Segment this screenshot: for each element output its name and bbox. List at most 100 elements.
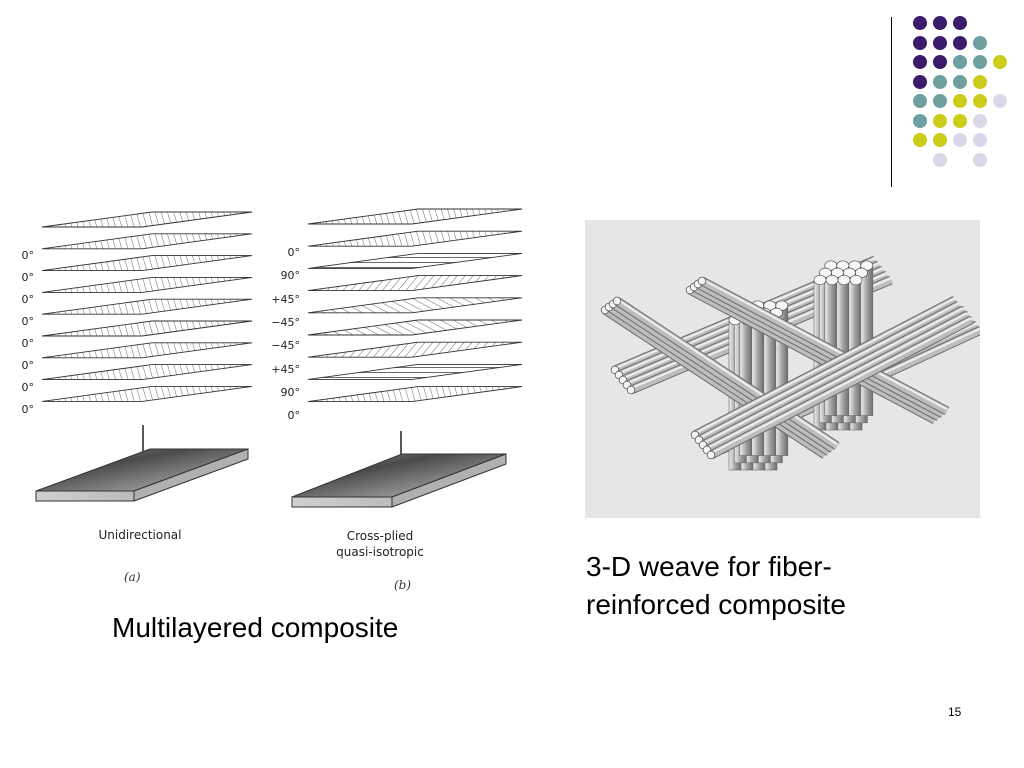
decor-dot [953,113,967,128]
decor-dot [933,152,947,167]
vertical-rod-end [837,274,851,286]
decor-dot [933,94,947,108]
fiber-rod [709,316,973,459]
ply-layer [307,386,523,403]
ply-layer [41,298,253,315]
fiber-rod-highlight [694,297,956,435]
fiber-rod [692,283,941,421]
vertical-rod-end [849,274,863,286]
decor-dot [933,133,947,147]
fiber-rod-end [697,276,707,286]
ply-layer [41,342,253,359]
figure-b-sublabel: (b) [394,578,412,592]
fiber-rod [611,301,835,452]
3d-weave-caption-line1: 3-D weave for fiber- [586,551,832,582]
ply-angle-label: 0° [287,246,301,259]
ply-angle-label: 90° [280,269,301,283]
ply-angle-label: 0° [21,315,35,328]
ply-layer [41,211,253,228]
ply-angle-label: 0° [21,293,35,306]
decor-dot [933,16,947,30]
ply-angle-label: +45° [271,362,300,376]
decor-dot [973,133,987,147]
ply-angle-label: 0° [21,271,35,284]
decor-dot [913,35,927,50]
ply-angle-label: −45° [271,339,300,353]
3d-weave-diagram [585,220,980,518]
decor-dot [953,94,967,108]
3d-weave-caption: 3-D weave for fiber- reinforced composit… [586,548,846,624]
fiber-rod [700,277,949,415]
vertical-rod-end [825,274,839,286]
decor-dot [973,94,987,108]
decor-dot [913,94,927,108]
decor-dot [953,16,967,30]
vertical-rod-end [813,274,827,286]
decor-dot [973,152,987,167]
decor-dot [913,74,927,89]
fiber-rod [615,298,839,449]
ply-layer [307,319,523,336]
ply-layer [307,208,523,225]
ply-layer [307,363,523,380]
fiber-rod [705,311,969,454]
decor-dot [953,74,967,89]
decor-dot [913,113,927,128]
layer-stack-a [41,211,253,402]
decor-dot [953,133,967,147]
ply-layer [307,230,523,247]
decor-dot [953,35,967,50]
multilayered-composite-caption: Multilayered composite [112,612,399,643]
ply-angle-label: +45° [271,292,300,306]
fiber-rod-end [706,450,716,460]
decor-dot [993,55,1007,69]
ply-layer [307,252,523,269]
ply-layer [307,297,523,314]
ply-angle-label: −45° [271,315,300,329]
figure-a-label: Unidirectional [98,528,182,542]
decor-dot [973,55,987,69]
decor-dot [973,35,987,50]
decor-dot [913,55,927,69]
figure-a-sublabel: (a) [124,570,141,584]
layer-stack-b [307,208,523,403]
laminate-plate-a [35,448,249,502]
ply-layer [307,341,523,358]
ply-layer [41,385,253,402]
divider-line [891,17,892,187]
ply-layer [41,276,253,293]
fiber-rod-highlight [698,302,960,440]
fiber-rod-highlight [616,298,838,446]
ply-layer [41,364,253,381]
fiber-rod [603,307,827,458]
ply-angle-label: 0° [21,403,35,416]
ply-angle-label: 0° [287,409,301,423]
decor-dot [973,113,987,128]
decor-dot [993,94,1007,108]
multilayer-composite-diagram [35,208,523,508]
ply-layer [41,255,253,272]
decor-dot [973,74,987,89]
ply-angle-label: 0° [21,381,35,394]
3d-weave-caption-line2: reinforced composite [586,589,846,620]
fiber-rod [696,280,945,418]
decor-dot [933,113,947,128]
ply-angle-label: 0° [21,337,35,350]
figure-b-label: Cross-plied quasi-isotropic [320,528,440,560]
fiber-rod-highlight [706,312,968,450]
decor-dot [933,55,947,69]
laminate-plate-b [291,453,507,508]
ply-angle-label: 0° [21,249,35,262]
figure-b-label-line1: Cross-plied [346,529,414,543]
fiber-rod [701,306,965,449]
fiber-rod [688,286,937,424]
fiber-rod-end [612,296,622,306]
fiber-rod [607,304,831,455]
fiber-rod-end [626,385,636,395]
decor-dot [933,35,947,50]
ply-layer [41,320,253,337]
fiber-rod-highlight [710,317,972,455]
weave-bundles [600,255,980,471]
page-number: 15 [948,705,962,719]
